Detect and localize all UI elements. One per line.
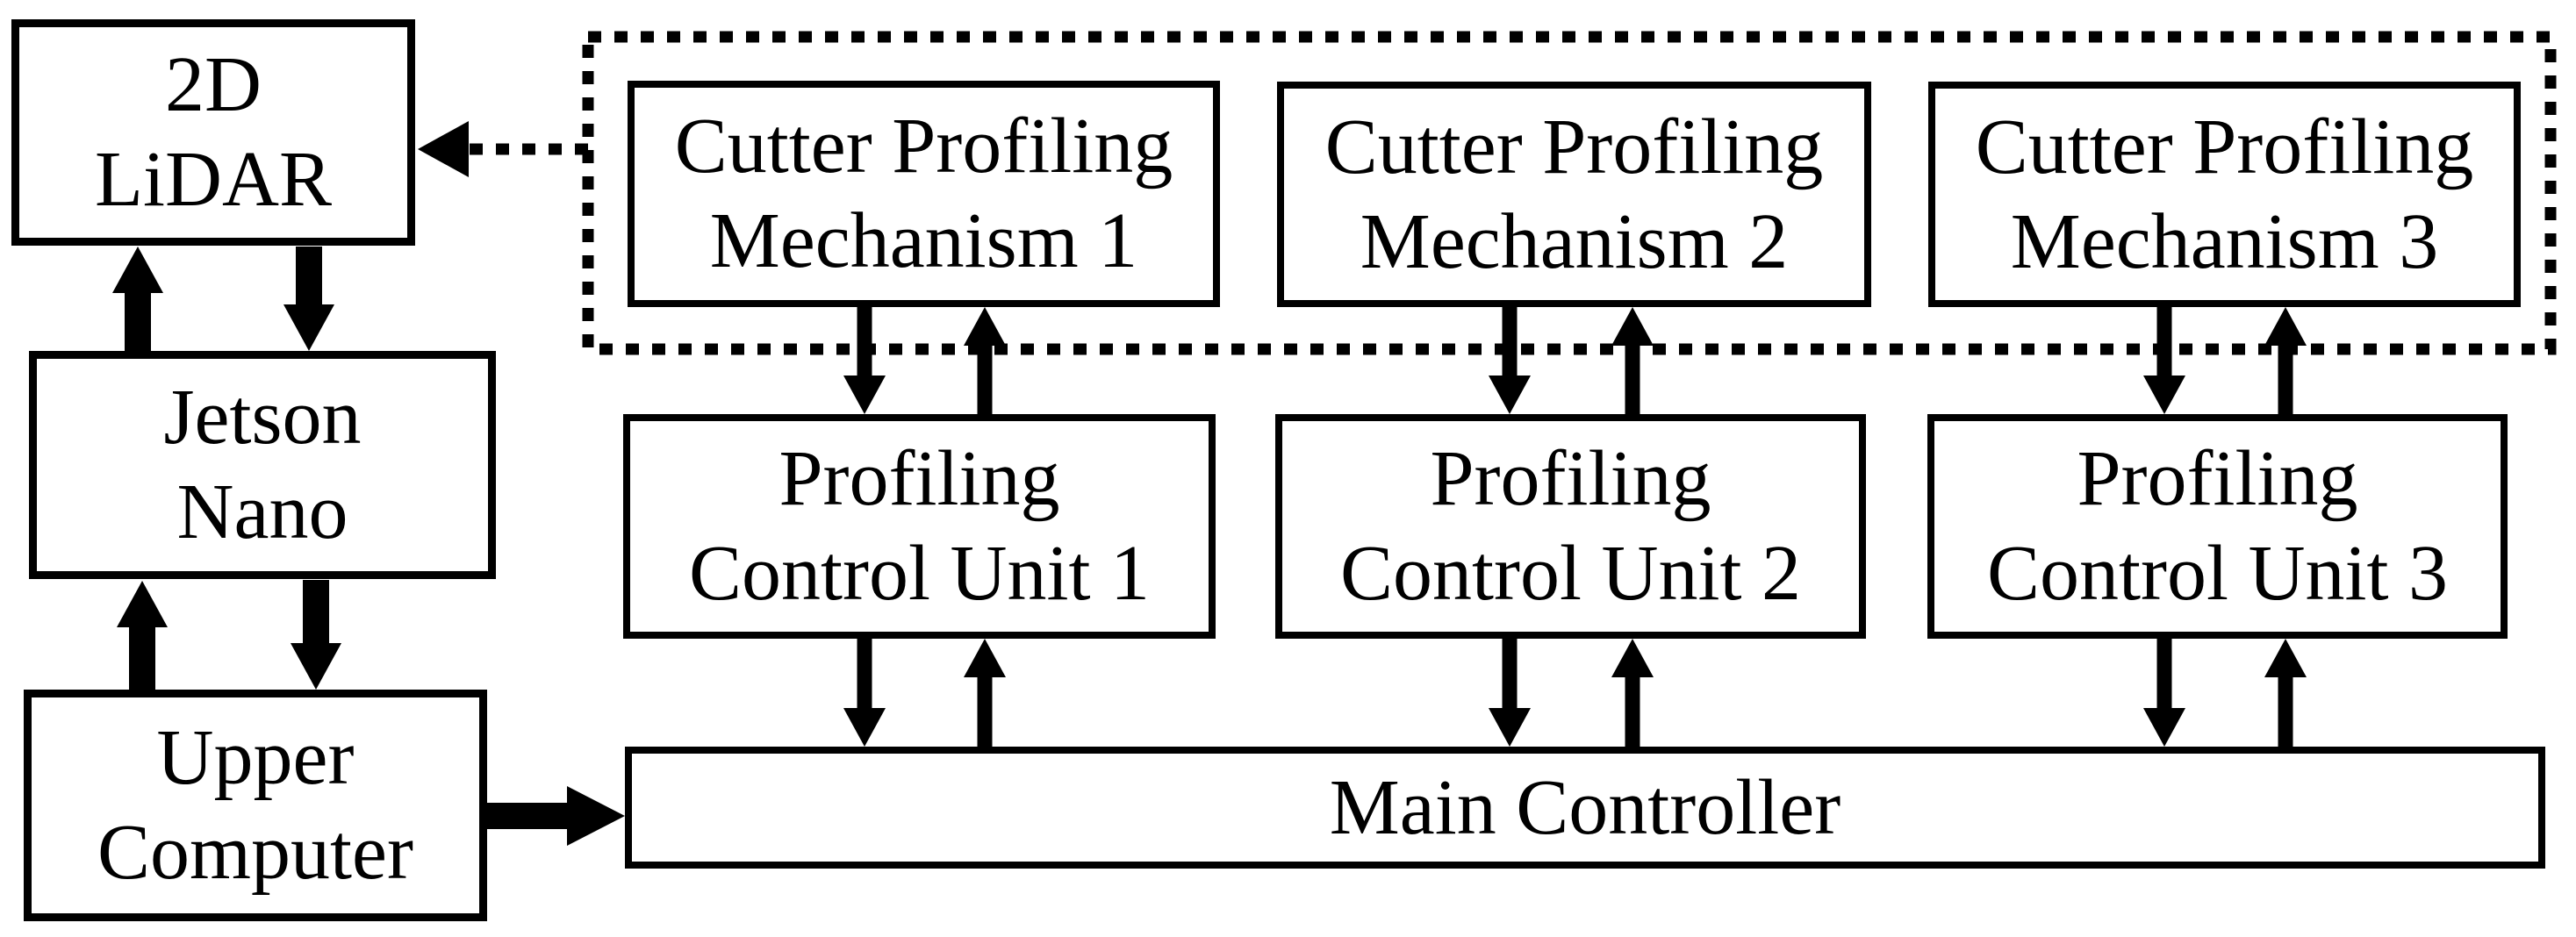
lidar-label-line2: LiDAR bbox=[95, 136, 332, 223]
mech1-label-line1: Cutter Profiling bbox=[674, 103, 1173, 190]
main-controller-box: Main Controller bbox=[625, 747, 2545, 869]
arrow-maincontroller-to-pcu1-up bbox=[964, 639, 1006, 747]
arrow-maincontroller-to-pcu3-up bbox=[2264, 639, 2307, 747]
pcu3-label-line1: Profiling bbox=[2077, 435, 2358, 522]
cutter-profiling-mechanism-3-box: Cutter Profiling Mechanism 3 bbox=[1928, 82, 2521, 307]
cutter-profiling-mechanism-1-box: Cutter Profiling Mechanism 1 bbox=[628, 81, 1220, 307]
pcu2-label-line2: Control Unit 2 bbox=[1339, 530, 1801, 617]
arrow-mech2-to-pcu2-down bbox=[1489, 307, 1531, 414]
arrow-jetson-to-lidar-up bbox=[112, 247, 163, 351]
arrow-pcu1-to-mech1-up bbox=[964, 307, 1006, 414]
arrow-pcu3-to-mech3-up bbox=[2264, 307, 2307, 414]
lidar-label-line1: 2D bbox=[165, 41, 262, 128]
profiling-control-unit-1-box: Profiling Control Unit 1 bbox=[623, 414, 1216, 639]
arrow-mechgroup-to-lidar bbox=[418, 121, 588, 177]
pcu1-label-line2: Control Unit 1 bbox=[688, 530, 1150, 617]
arrow-pcu2-to-mech2-up bbox=[1611, 307, 1654, 414]
arrow-pcu1-to-maincontroller-down bbox=[843, 639, 886, 747]
lidar-box: 2D LiDAR bbox=[11, 19, 415, 246]
mech2-label-line1: Cutter Profiling bbox=[1324, 103, 1824, 190]
mech3-label-line1: Cutter Profiling bbox=[1975, 103, 2474, 190]
pcu3-label-line2: Control Unit 3 bbox=[1986, 530, 2448, 617]
arrow-maincontroller-to-pcu2-up bbox=[1611, 639, 1654, 747]
arrow-jetson-to-upper-down bbox=[291, 580, 341, 690]
arrow-upper-to-jetson-up bbox=[117, 581, 168, 690]
upper-computer-label-line1: Upper bbox=[156, 714, 355, 801]
arrow-pcu3-to-maincontroller-down bbox=[2143, 639, 2185, 747]
arrow-pcu2-to-maincontroller-down bbox=[1489, 639, 1531, 747]
mechanism-group-dotted-frame bbox=[582, 31, 2557, 355]
arrow-mech3-to-pcu3-down bbox=[2143, 307, 2185, 414]
mech3-label-line2: Mechanism 3 bbox=[2010, 197, 2439, 285]
profiling-control-unit-3-box: Profiling Control Unit 3 bbox=[1927, 414, 2508, 639]
upper-computer-label-line2: Computer bbox=[97, 809, 413, 896]
arrow-mech1-to-pcu1-down bbox=[843, 307, 886, 414]
jetson-label-line2: Nano bbox=[176, 468, 348, 555]
upper-computer-box: Upper Computer bbox=[24, 690, 487, 921]
arrow-lidar-to-jetson-down bbox=[283, 247, 334, 351]
jetson-nano-box: Jetson Nano bbox=[29, 351, 496, 579]
mech2-label-line2: Mechanism 2 bbox=[1360, 197, 1789, 285]
jetson-label-line1: Jetson bbox=[163, 374, 362, 461]
mech1-label-line2: Mechanism 1 bbox=[709, 197, 1138, 284]
pcu2-label-line1: Profiling bbox=[1430, 435, 1711, 522]
pcu1-label-line1: Profiling bbox=[779, 435, 1060, 522]
cutter-profiling-mechanism-2-box: Cutter Profiling Mechanism 2 bbox=[1277, 82, 1871, 307]
profiling-control-unit-2-box: Profiling Control Unit 2 bbox=[1275, 414, 1866, 639]
main-controller-label: Main Controller bbox=[1329, 763, 1841, 851]
arrow-upper-to-maincontroller bbox=[487, 786, 625, 846]
